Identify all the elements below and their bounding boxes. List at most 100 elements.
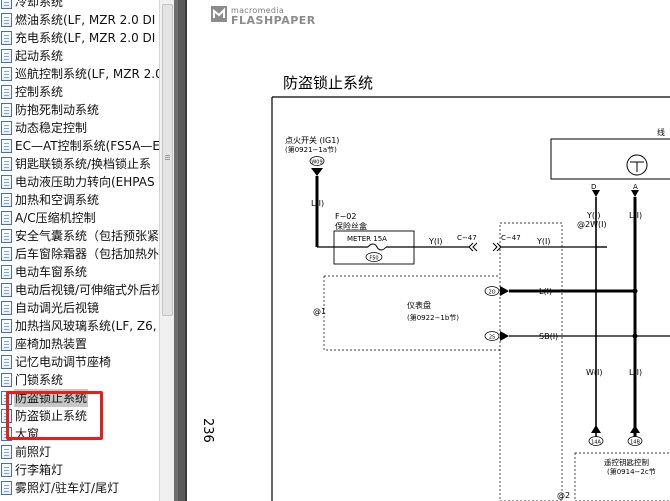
tree-item[interactable]: 燃油系统(LF, MZR 2.0 DI — [0, 11, 159, 29]
tree-item[interactable]: 动态稳定控制 — [0, 119, 159, 137]
tree-item[interactable]: 充电系统(LF, MZR 2.0 DI — [0, 29, 159, 47]
document-page: macromedia FLASHPAPER 防盗锁止系统 236 点火开关 (I… — [185, 0, 670, 501]
node-c-label: 14A — [591, 440, 601, 446]
tree-item-label: 安全气囊系统（包括预张紧 — [15, 229, 159, 243]
document-icon — [1, 283, 12, 297]
tree-item-label: 后车窗除霜器（包括加热外 — [15, 247, 159, 261]
document-icon — [1, 373, 12, 387]
tree-item-label: 座椅加热装置 — [15, 337, 88, 351]
tree-item[interactable]: 电动车窗系统 — [0, 263, 159, 281]
conn-c47b: C−47 — [501, 234, 521, 242]
document-icon — [1, 229, 12, 243]
fuse-node-label: F50 — [369, 256, 378, 262]
navigation-tree[interactable]: 冷却系统燃油系统(LF, MZR 2.0 DI 充电系统(LF, MZR 2.0 … — [0, 0, 159, 501]
tree-item[interactable]: 后车窗除霜器（包括加热外 — [0, 245, 159, 263]
tree-item[interactable]: 巡航控制系统(LF, MZR 2.0 — [0, 65, 159, 83]
tree-item[interactable]: 冷却系统 — [0, 0, 159, 11]
macromedia-logo-icon — [211, 6, 227, 22]
document-icon — [1, 319, 12, 333]
tree-item-label: 加热和空调系统 — [15, 193, 100, 207]
document-icon — [1, 13, 12, 27]
tree-item[interactable]: 自动调光后视镜 — [0, 299, 159, 317]
keyless-name: 遥控钥匙控制 — [604, 457, 649, 467]
document-icon — [1, 121, 12, 135]
coil-label: 线 — [657, 127, 665, 137]
tree-item[interactable]: 雾照灯/驻车灯/尾灯 — [0, 479, 159, 497]
tree-item-label: 燃油系统(LF, MZR 2.0 DI — [15, 13, 156, 27]
tree-scrollbar[interactable] — [159, 0, 174, 501]
node-b-label: 2S — [489, 335, 495, 341]
document-icon — [1, 445, 12, 459]
fuse-label: METER 15A — [347, 235, 387, 243]
document-icon — [1, 31, 12, 45]
tree-item[interactable]: 座椅加热装置 — [0, 335, 159, 353]
ground-2-label: @2 — [557, 491, 570, 500]
logo-product-text: FLASHPAPER — [231, 14, 316, 27]
tree-item-label: 雾照灯/驻车灯/尾灯 — [15, 481, 120, 495]
keyless-ref: (第0914−2c节 — [607, 467, 656, 476]
tree-item-label: 冷却系统 — [15, 0, 64, 9]
node-d-label: 14B — [630, 440, 640, 446]
tree-item-label: 自动调光后视镜 — [15, 301, 100, 315]
tree-item[interactable]: 防抱死制动系统 — [0, 101, 159, 119]
tree-item[interactable]: 行李箱灯 — [0, 461, 159, 479]
wire-l2-label: L(I) — [629, 211, 642, 220]
tree-item-label: 防抱死制动系统 — [15, 103, 100, 117]
panel-ref: (第0922−1b节) — [407, 313, 459, 322]
document-title: 防盗锁止系统 — [283, 74, 374, 92]
tree-item-label: 前照灯 — [15, 445, 52, 459]
tree-item[interactable]: 门锁系统 — [0, 371, 159, 389]
wire-y1-label: Y(I) — [428, 237, 443, 246]
document-icon — [1, 463, 12, 477]
document-icon — [1, 481, 12, 495]
tree-item[interactable]: 电动后视镜/可伸缩式外后视 — [0, 281, 159, 299]
document-icon — [1, 157, 12, 171]
tree-item[interactable]: A/C压缩机控制 — [0, 209, 159, 227]
wire-l3-label: L(I) — [539, 287, 552, 296]
tree-item-label: 行李箱灯 — [15, 463, 64, 477]
tree-item[interactable]: 控制系统 — [0, 83, 159, 101]
tree-item[interactable]: 记忆电动调节座椅 — [0, 353, 159, 371]
tree-item[interactable]: 起动系统 — [0, 47, 159, 65]
selection-highlight-box — [6, 391, 103, 440]
document-icon — [1, 337, 12, 351]
tree-item[interactable]: 电动液压助力转向(EHPAS — [0, 173, 159, 191]
tree-item-label: 巡航控制系统(LF, MZR 2.0 — [15, 67, 159, 81]
document-icon — [1, 0, 12, 9]
tree-item-label: 钥匙联锁系统/换档锁止系 — [15, 157, 152, 171]
document-icon — [1, 265, 12, 279]
tree-item[interactable]: 加热挡风玻璃系统(LF, Z6, — [0, 317, 159, 335]
tree-item[interactable]: 前照灯 — [0, 443, 159, 461]
fuse-box-id: F−02 — [335, 212, 356, 221]
tree-item-label: 防盗锁止系统 — [15, 409, 88, 423]
tree-item[interactable]: 加热和空调系统 — [0, 191, 159, 209]
wire-l4-label: L(I) — [629, 368, 642, 377]
tree-item[interactable]: EC—AT控制系统(FS5A—E — [0, 137, 159, 155]
tree-item-label: 动态稳定控制 — [15, 121, 88, 135]
ign-switch-label: 点火开关 (IG1) — [285, 135, 339, 145]
wiring-diagram: 点火开关 (IG1) (第0921−1a节) W09 L(I) F−02 保险丝… — [271, 96, 670, 501]
document-icon — [1, 103, 12, 117]
tree-item-label: 记忆电动调节座椅 — [15, 355, 112, 369]
tree-item-label: 起动系统 — [15, 49, 64, 63]
pin-a-label: A — [633, 183, 638, 191]
document-icon — [1, 211, 12, 225]
fuse-box-name: 保险丝盒 — [335, 221, 367, 231]
document-icon — [1, 175, 12, 189]
tree-item-label: 充电系统(LF, MZR 2.0 DI — [15, 31, 156, 45]
panel-name: 仪表盘 — [407, 300, 431, 310]
tree-item[interactable]: 安全气囊系统（包括预张紧 — [0, 227, 159, 245]
wire-sb-label: SB(I) — [539, 332, 558, 341]
document-icon — [1, 355, 12, 369]
wire-w-label: W(I) — [586, 368, 603, 377]
document-icon — [1, 85, 12, 99]
tree-item-label: 控制系统 — [15, 85, 64, 99]
scrollbar-thumb[interactable] — [162, 4, 173, 316]
tree-item-label: A/C压缩机控制 — [15, 211, 96, 225]
logo-brand-text: macromedia — [231, 6, 285, 15]
document-icon — [1, 193, 12, 207]
tree-item[interactable]: 钥匙联锁系统/换档锁止系 — [0, 155, 159, 173]
wire-y2-label: Y(I) — [536, 237, 551, 246]
wire-2w-label: @2W(I) — [577, 220, 607, 229]
page-shadow — [178, 0, 185, 501]
